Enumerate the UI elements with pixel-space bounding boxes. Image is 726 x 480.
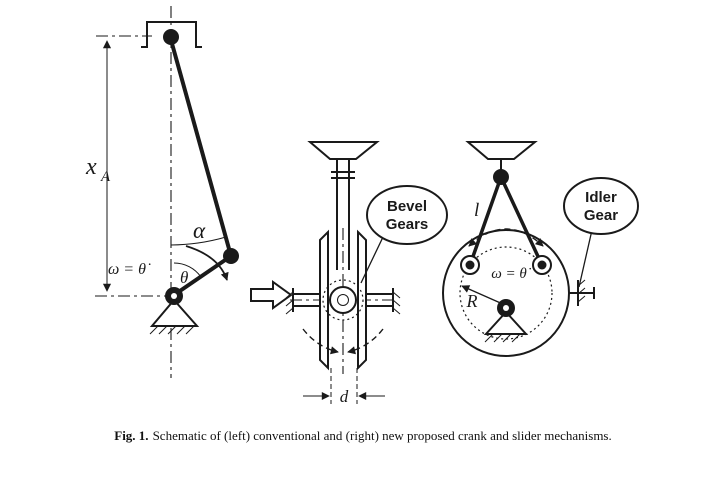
ground-pivot-center: [171, 293, 177, 299]
theta-arc: [173, 262, 202, 278]
slider-cone: [307, 141, 380, 160]
crank-pin: [223, 248, 239, 264]
connecting-rod: [169, 38, 233, 258]
ground-triangle-right: [483, 310, 529, 335]
gear-hub-bore: [337, 294, 349, 306]
bevel-gear-right: [357, 229, 367, 371]
r-label: R: [466, 291, 478, 311]
slider-cone-right: [465, 141, 538, 160]
ground-pivot-right-center: [503, 305, 509, 311]
pin-pitch-circle: [459, 246, 553, 340]
r-arrow: [461, 285, 506, 306]
idler-ground-hatching: [577, 279, 586, 303]
gear-hub: [329, 286, 357, 314]
rod-right: [499, 175, 544, 267]
left-mechanism: x A α θ ω = θ̇: [85, 6, 239, 378]
l-label: l: [474, 200, 479, 221]
theta-label: θ: [180, 268, 188, 287]
right-mechanism: l ω = θ̇ R Idler Gear: [442, 141, 639, 357]
figure-caption: Fig. 1.Schematic of (left) conventional …: [0, 428, 726, 444]
idler-callout-leader: [578, 229, 593, 288]
pin-left: [465, 260, 475, 270]
xa-subscript: A: [100, 169, 111, 185]
caption-label: Fig. 1.: [114, 428, 149, 443]
alpha-arc: [170, 236, 227, 246]
idler-callout-line2: Gear: [584, 207, 618, 224]
omega-label-right: ω = θ̇: [491, 266, 532, 282]
bevel-callout-leader: [360, 236, 384, 284]
bevel-callout-line1: Bevel: [387, 198, 427, 215]
idler-callout-bubble: [563, 177, 639, 235]
caption-text: Schematic of (left) conventional and (ri…: [152, 428, 612, 443]
idler-callout-line1: Idler: [585, 189, 617, 206]
bevel-gear-left: [319, 229, 329, 371]
gear-pitch-circle: [322, 279, 364, 321]
transform-arrow: [250, 280, 293, 310]
omega-label: ω = θ̇: [108, 261, 151, 278]
mechanism-figure: x A α θ ω = θ̇: [85, 6, 639, 406]
oscillation-arc: [468, 228, 544, 247]
gear-rotation-arrow-right: [347, 328, 384, 355]
ground-hatching: [149, 325, 195, 335]
slider-joint: [163, 29, 179, 45]
alpha-label: α: [193, 218, 206, 243]
pin-right: [537, 260, 547, 270]
middle-mechanism: d Bevel Gears: [285, 141, 448, 406]
bevel-callout-bubble: [366, 185, 448, 245]
ground-hatching-right: [484, 333, 521, 343]
bearing-hatching: [285, 291, 401, 315]
gear-wheel: [442, 229, 570, 357]
top-joint: [493, 169, 509, 185]
rod-left: [468, 175, 503, 267]
bevel-callout-line2: Gears: [386, 216, 429, 233]
ground-triangle: [149, 298, 200, 327]
crank-link: [172, 254, 233, 297]
xa-label: x: [85, 154, 97, 180]
gear-rotation-arrow-left: [302, 328, 339, 355]
slider-bracket: [141, 21, 202, 48]
d-label: d: [340, 387, 349, 406]
rotation-arrow: [185, 245, 229, 281]
